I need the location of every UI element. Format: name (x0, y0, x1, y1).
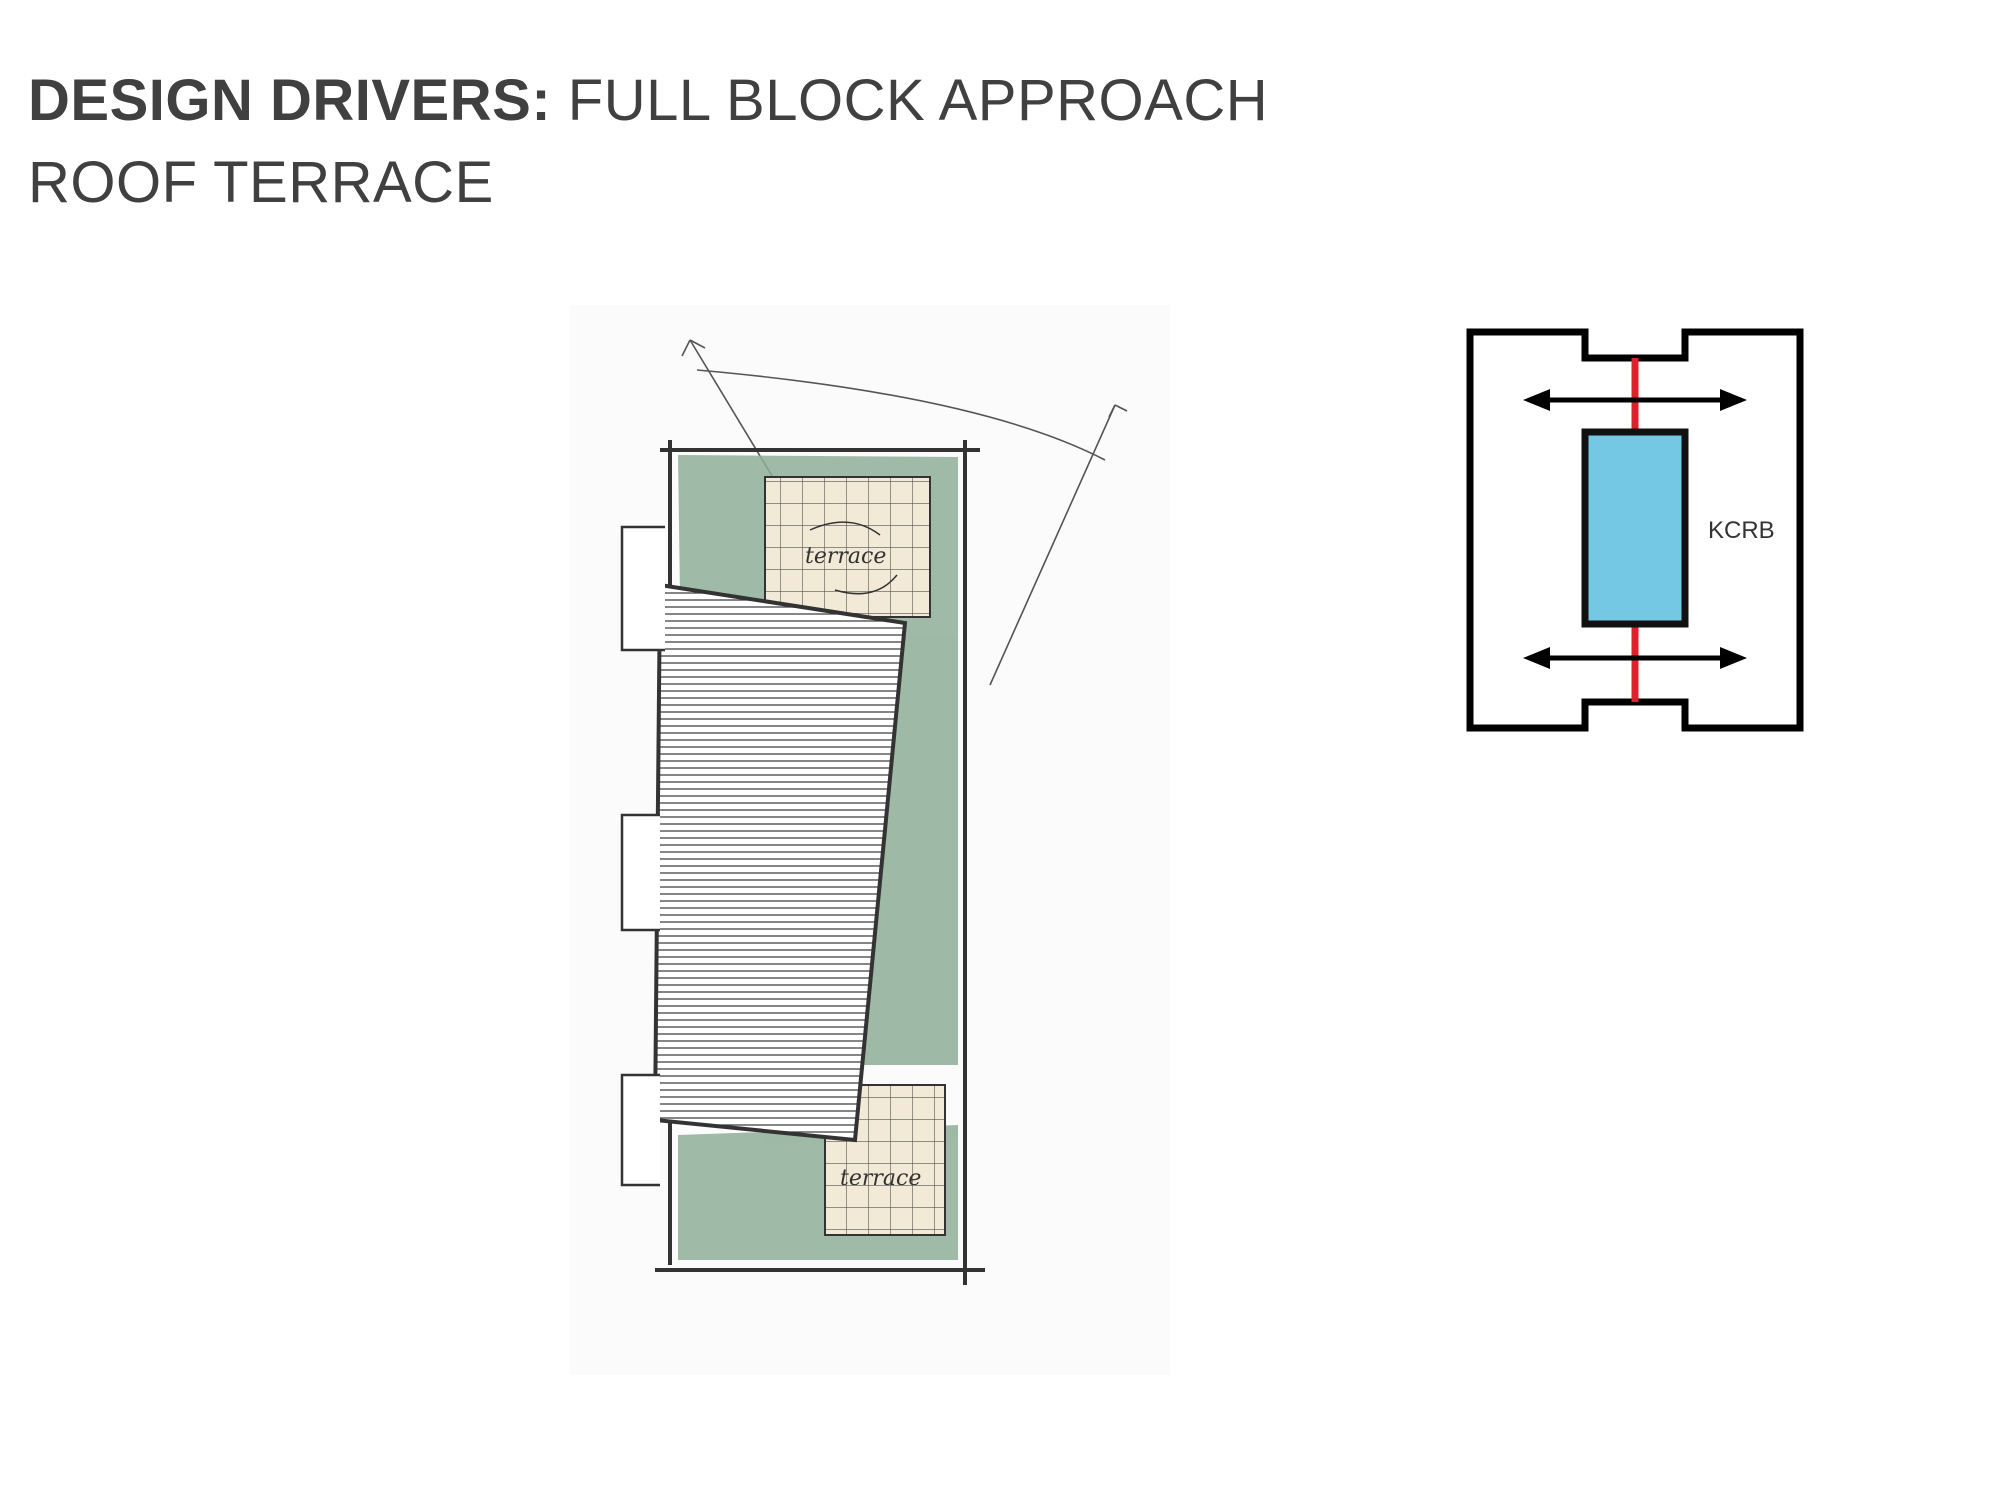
terrace-upper-arrow-top (809, 521, 881, 536)
roof-terrace-sketch: terrace terrace (570, 305, 1170, 1375)
main-building-block (652, 582, 908, 1143)
title-main: DESIGN DRIVERS: FULL BLOCK APPROACH (28, 60, 1268, 142)
terrace-upper-arrow-bottom (834, 574, 898, 595)
title-prefix: DESIGN DRIVERS: (28, 68, 552, 133)
site-frame (1466, 328, 1804, 732)
bottom-double-arrow (1523, 647, 1747, 669)
terrace-upper: terrace (764, 476, 931, 618)
top-double-arrow (1523, 389, 1747, 411)
kcrb-block (1581, 428, 1689, 628)
side-bays (620, 525, 665, 1187)
title-suffix: FULL BLOCK APPROACH (567, 68, 1269, 133)
site-outline (655, 440, 985, 1285)
kcrb-label: KCRB (1708, 517, 1775, 544)
kcrb-key-diagram: KCRB (1466, 328, 1804, 732)
terrace-lower-label: terrace (840, 1166, 921, 1191)
title-subtitle: ROOF TERRACE (28, 150, 494, 215)
terrace-upper-label: terrace (805, 544, 886, 569)
slide-title: DESIGN DRIVERS: FULL BLOCK APPROACH ROOF… (28, 60, 1268, 224)
